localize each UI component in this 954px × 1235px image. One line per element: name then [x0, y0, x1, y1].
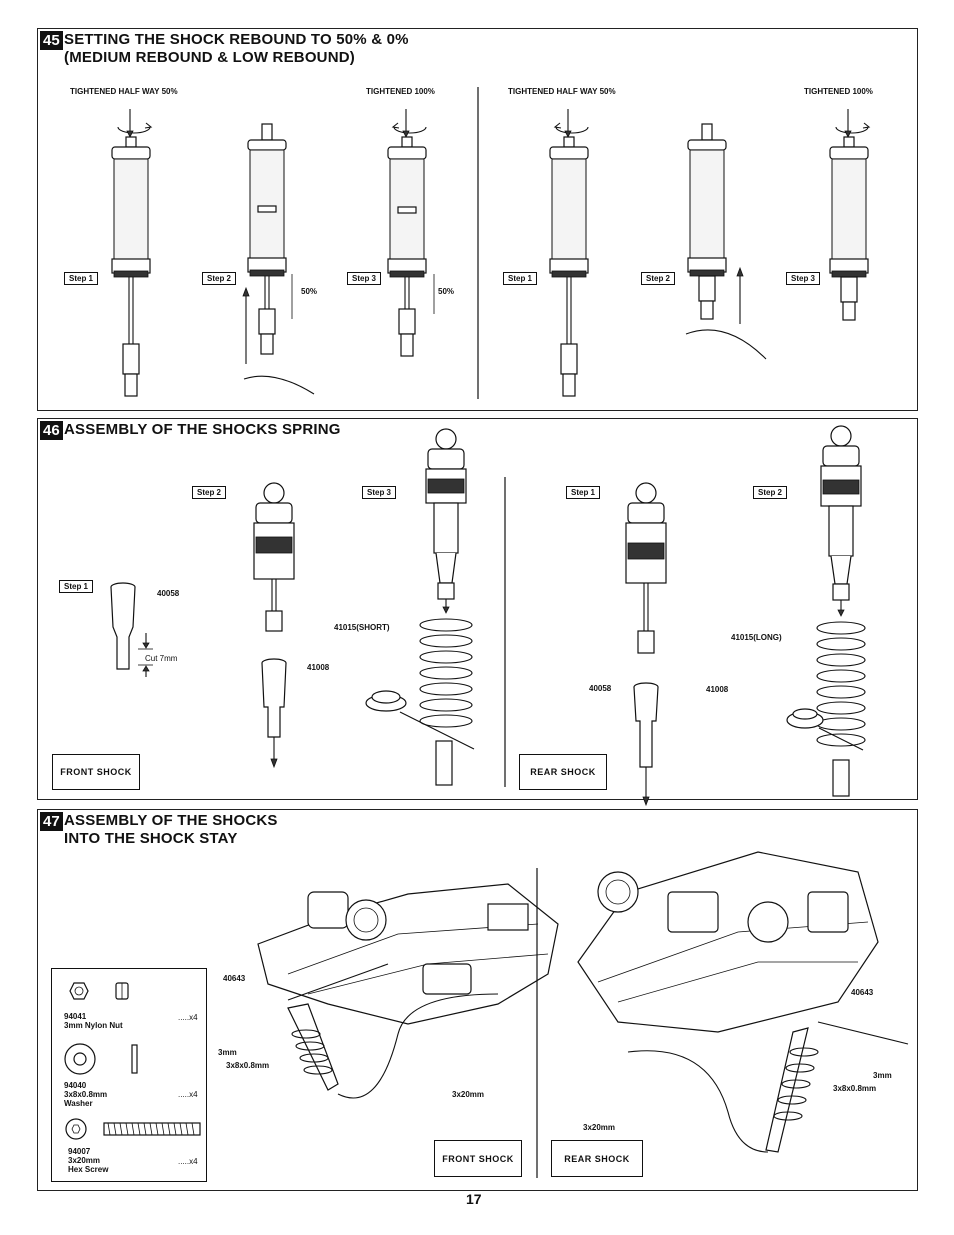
shock-illustration-6 — [829, 109, 871, 321]
step-label: Step 1 — [503, 272, 538, 285]
shock-illustration-2 — [242, 123, 315, 395]
step-number-47: 47 — [40, 812, 63, 831]
step-label: Step 2 — [192, 486, 227, 499]
legend-quantity: .....x4 — [178, 1157, 198, 1166]
step-label: Step 2 — [202, 272, 237, 285]
label-tightened-50-left: TIGHTENED HALF WAY 50% — [70, 87, 178, 96]
section-46: 46 ASSEMBLY OF THE SHOCKS SPRING Step 1 … — [37, 418, 918, 807]
label-tightened-100-left: TIGHTENED 100% — [366, 87, 435, 96]
legend-description: 3x8x0.8mm — [64, 1090, 108, 1099]
step-label: Step 2 — [753, 486, 788, 499]
step-label: Step 3 — [347, 272, 382, 285]
shock-illustration-5 — [685, 123, 767, 360]
section-divider — [536, 868, 538, 1178]
part-40058: 40058 — [589, 684, 612, 693]
legend-part-number: 94040 — [64, 1081, 87, 1090]
hardware-legend: 94041 3mm Nylon Nut .....x4 94040 3x8x0.… — [51, 968, 207, 1182]
label-50-percent: 50% — [438, 287, 455, 296]
washer-label: 3x8x0.8mm — [226, 1061, 270, 1070]
washer-label: 3x8x0.8mm — [833, 1084, 877, 1093]
legend-description: Hex Screw — [68, 1165, 109, 1174]
section-47: 47 ASSEMBLY OF THE SHOCKS INTO THE SHOCK… — [37, 809, 918, 1191]
part-41008: 41008 — [706, 685, 729, 694]
legend-description: 3x20mm — [68, 1156, 101, 1165]
cut-label: Cut 7mm — [145, 654, 178, 663]
step-number-45: 45 — [40, 31, 63, 50]
hex-screw-icon — [65, 1118, 201, 1140]
nylon-nut-icon — [69, 982, 129, 1000]
part-40643: 40643 — [223, 974, 246, 983]
shock-illustration-1 — [111, 109, 153, 397]
front-shock-label: FRONT SHOCK — [52, 754, 140, 790]
legend-description: Washer — [64, 1099, 93, 1108]
section-45-title: SETTING THE SHOCK REBOUND TO 50% & 0% (M… — [64, 31, 409, 66]
section-divider — [477, 87, 479, 399]
part-41008: 41008 — [307, 663, 330, 672]
shock-spring-illustration — [365, 428, 475, 786]
section-46-title: ASSEMBLY OF THE SHOCKS SPRING — [64, 421, 341, 438]
step-label: Step 1 — [64, 272, 99, 285]
step-label: Step 2 — [641, 272, 676, 285]
step-label: Step 1 — [566, 486, 601, 499]
shock-illustration-3 — [387, 109, 435, 357]
label-50-percent: 50% — [301, 287, 318, 296]
shock-body-illustration — [625, 482, 667, 807]
step-label: Step 3 — [786, 272, 821, 285]
screw-label: 3x20mm — [583, 1123, 616, 1132]
front-chassis-illustration — [257, 883, 559, 1099]
legend-part-number: 94007 — [68, 1147, 91, 1156]
rear-chassis-illustration — [577, 851, 909, 1153]
legend-description: 3mm Nylon Nut — [64, 1021, 123, 1030]
legend-part-number: 94041 — [64, 1012, 87, 1021]
screw-label: 3x20mm — [452, 1090, 485, 1099]
label-tightened-50-right: TIGHTENED HALF WAY 50% — [508, 87, 616, 96]
part-40058: 40058 — [157, 589, 180, 598]
rear-shock-label: REAR SHOCK — [519, 754, 607, 790]
tube-illustration — [110, 582, 153, 677]
step-label: Step 1 — [59, 580, 94, 593]
front-shock-label: FRONT SHOCK — [434, 1140, 522, 1177]
legend-quantity: .....x4 — [178, 1013, 198, 1022]
label-tightened-100-right: TIGHTENED 100% — [804, 87, 873, 96]
section-45: 45 SETTING THE SHOCK REBOUND TO 50% & 0%… — [37, 28, 918, 411]
page-number: 17 — [466, 1191, 482, 1207]
shock-body-illustration — [253, 482, 295, 769]
washer-icon — [64, 1043, 138, 1075]
step-number-46: 46 — [40, 421, 63, 440]
legend-quantity: .....x4 — [178, 1090, 198, 1099]
part-40643: 40643 — [851, 988, 874, 997]
shock-spring-illustration — [786, 425, 866, 797]
section-divider — [504, 477, 506, 787]
part-41015-short: 41015(SHORT) — [334, 623, 390, 632]
part-41015-long: 41015(LONG) — [731, 633, 782, 642]
nut-3mm-label: 3mm — [873, 1071, 892, 1080]
rear-shock-label: REAR SHOCK — [551, 1140, 643, 1177]
section-47-title: ASSEMBLY OF THE SHOCKS INTO THE SHOCK ST… — [64, 812, 278, 847]
nut-3mm-label: 3mm — [218, 1048, 237, 1057]
shock-illustration-4 — [549, 109, 589, 397]
step-label: Step 3 — [362, 486, 397, 499]
